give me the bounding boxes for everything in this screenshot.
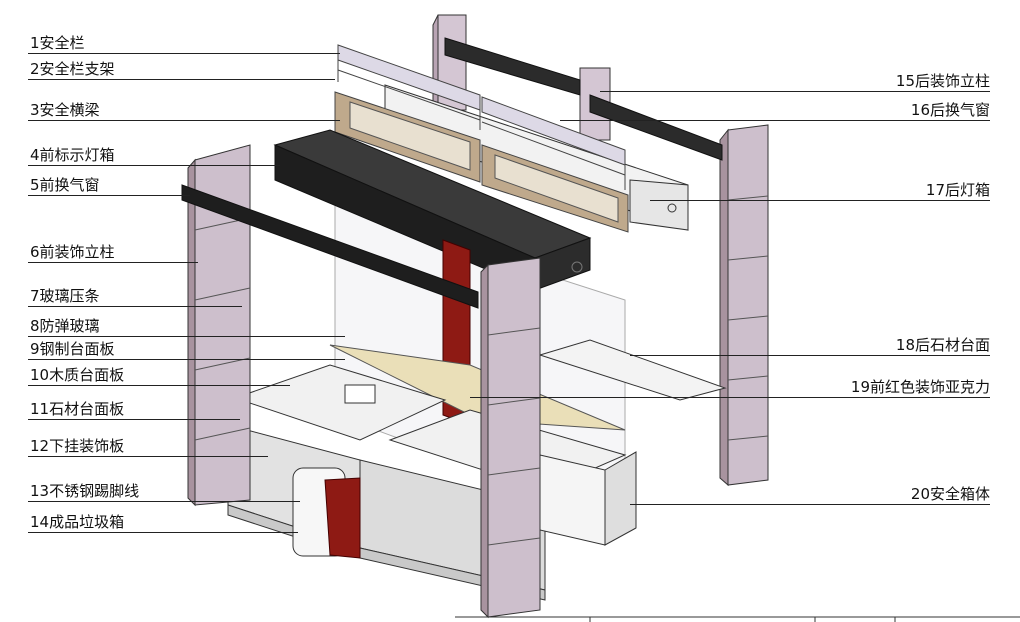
leader-line-16: [560, 120, 990, 121]
rear-stone-top: [538, 339, 727, 401]
callout-label-14: 14成品垃圾箱: [30, 513, 125, 531]
leader-line-15: [600, 91, 990, 92]
trash-bin-icon: [292, 467, 361, 559]
leader-line-12: [28, 456, 268, 457]
leader-line-4: [28, 165, 280, 166]
front-post-left: [187, 144, 251, 507]
leader-line-10: [28, 385, 290, 386]
callout-label-12: 12下挂装饰板: [30, 437, 125, 455]
rear-beam-right: [589, 94, 723, 161]
safety-rail: [337, 44, 626, 190]
callout-label-3: 3安全横梁: [30, 101, 100, 119]
leader-line-2: [28, 79, 335, 80]
safety-beam: [334, 91, 629, 233]
callout-label-1: 1安全栏: [30, 34, 85, 52]
leader-line-13: [28, 501, 300, 502]
leader-line-19: [470, 397, 990, 398]
leader-line-20: [630, 504, 990, 505]
leader-line-3: [28, 120, 340, 121]
callout-label-20: 20安全箱体: [910, 485, 990, 503]
leader-line-1: [28, 53, 340, 54]
callout-label-5: 5前换气窗: [30, 176, 100, 194]
callout-label-18: 18后石材台面: [895, 336, 990, 354]
rear-post-right: [719, 124, 769, 487]
leader-line-5: [28, 195, 190, 196]
callout-label-13: 13不锈钢踢脚线: [30, 482, 140, 500]
callout-label-2: 2安全栏支架: [30, 60, 115, 78]
callout-label-17: 17后灯箱: [925, 181, 990, 199]
safe-box: [539, 451, 637, 546]
front-post-right: [480, 257, 541, 619]
leader-line-6: [28, 262, 198, 263]
callout-label-9: 9钢制台面板: [30, 340, 115, 358]
leader-line-17: [650, 200, 990, 201]
callout-label-10: 10木质台面板: [30, 366, 125, 384]
leader-line-8: [28, 336, 345, 337]
callout-label-6: 6前装饰立柱: [30, 243, 115, 261]
callout-label-19: 19前红色装饰亚克力: [850, 378, 990, 396]
callout-label-7: 7玻璃压条: [30, 287, 100, 305]
callout-label-8: 8防弹玻璃: [30, 317, 100, 335]
callout-label-4: 4前标示灯箱: [30, 146, 115, 164]
title-block: [455, 616, 1020, 622]
leader-line-14: [28, 532, 298, 533]
callout-label-16: 16后换气窗: [910, 101, 990, 119]
leader-line-18: [630, 355, 990, 356]
leader-line-7: [28, 306, 242, 307]
callout-label-11: 11石材台面板: [30, 400, 125, 418]
callout-label-15: 15后装饰立柱: [895, 72, 990, 90]
leader-line-11: [28, 419, 240, 420]
rear-beam-upper: [444, 37, 581, 96]
leader-line-9: [28, 359, 345, 360]
